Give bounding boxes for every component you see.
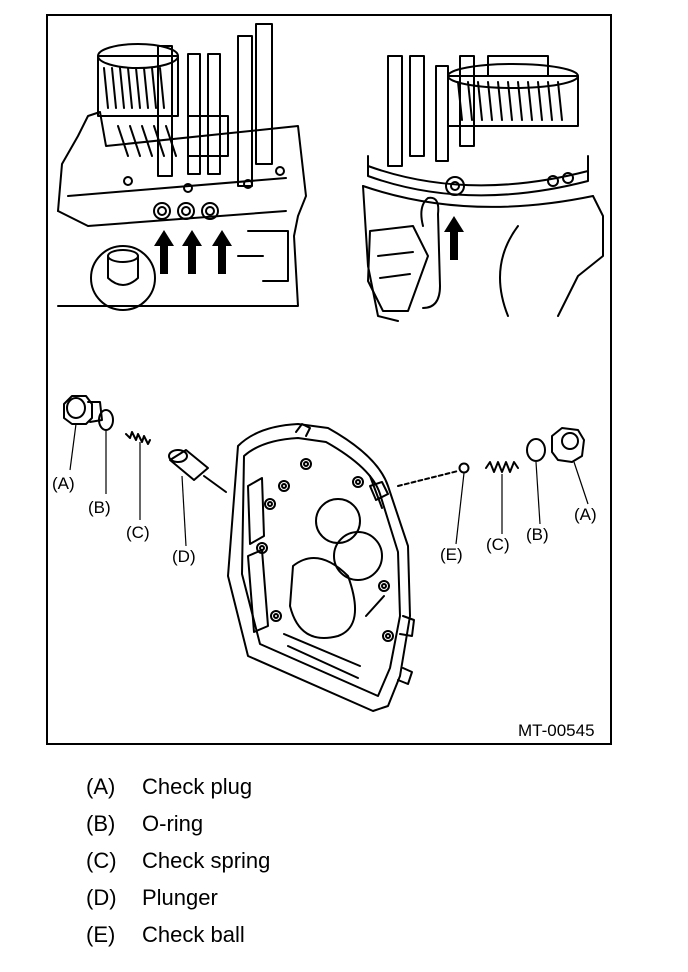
callout-label: (B)	[526, 525, 549, 544]
legend-text: Check ball	[142, 922, 245, 947]
callout-label: (E)	[440, 545, 463, 564]
callout-label: (D)	[172, 547, 196, 566]
check-plug-right	[551, 427, 585, 463]
figure-frame: (A) (B) (C) (D) (E) (C) (B) (A) MT-00545	[46, 14, 612, 745]
legend-letter: (E)	[86, 922, 116, 947]
top-right-view	[362, 55, 604, 322]
legend-text: Check plug	[142, 774, 253, 799]
callout-label: (A)	[574, 505, 597, 524]
check-plug-left	[63, 395, 103, 425]
legend-text: Check spring	[142, 848, 271, 873]
callout-label: (C)	[126, 523, 150, 542]
legend-text: Plunger	[142, 885, 218, 910]
exploded-diagram: (A) (B) (C) (D) (E) (C) (B) (A) MT-00545	[52, 23, 604, 740]
legend-text: O-ring	[142, 811, 204, 836]
legend-letter: (D)	[86, 885, 117, 910]
up-arrow-icon	[182, 230, 202, 274]
legend-letter: (B)	[86, 811, 116, 836]
arrow-group-left	[154, 230, 232, 274]
callout-label: (A)	[52, 474, 75, 493]
check-spring-right	[485, 461, 519, 473]
o-ring-right	[526, 438, 546, 462]
top-left-view	[57, 23, 307, 311]
check-spring-left	[125, 431, 151, 445]
legend-letter: (A)	[86, 774, 116, 799]
callout-label: (C)	[486, 535, 510, 554]
check-ball	[458, 462, 470, 474]
up-arrow-icon	[212, 230, 232, 274]
plunger-left	[168, 449, 209, 481]
up-arrow-icon	[444, 216, 464, 260]
callout-label: (B)	[88, 498, 111, 517]
legend-letter: (C)	[86, 848, 117, 873]
figure-id: MT-00545	[518, 721, 595, 740]
bottom-exploded-view	[63, 395, 585, 712]
adapter-plate	[227, 423, 415, 712]
up-arrow-icon	[154, 230, 174, 274]
arrow-group-right	[444, 216, 464, 260]
